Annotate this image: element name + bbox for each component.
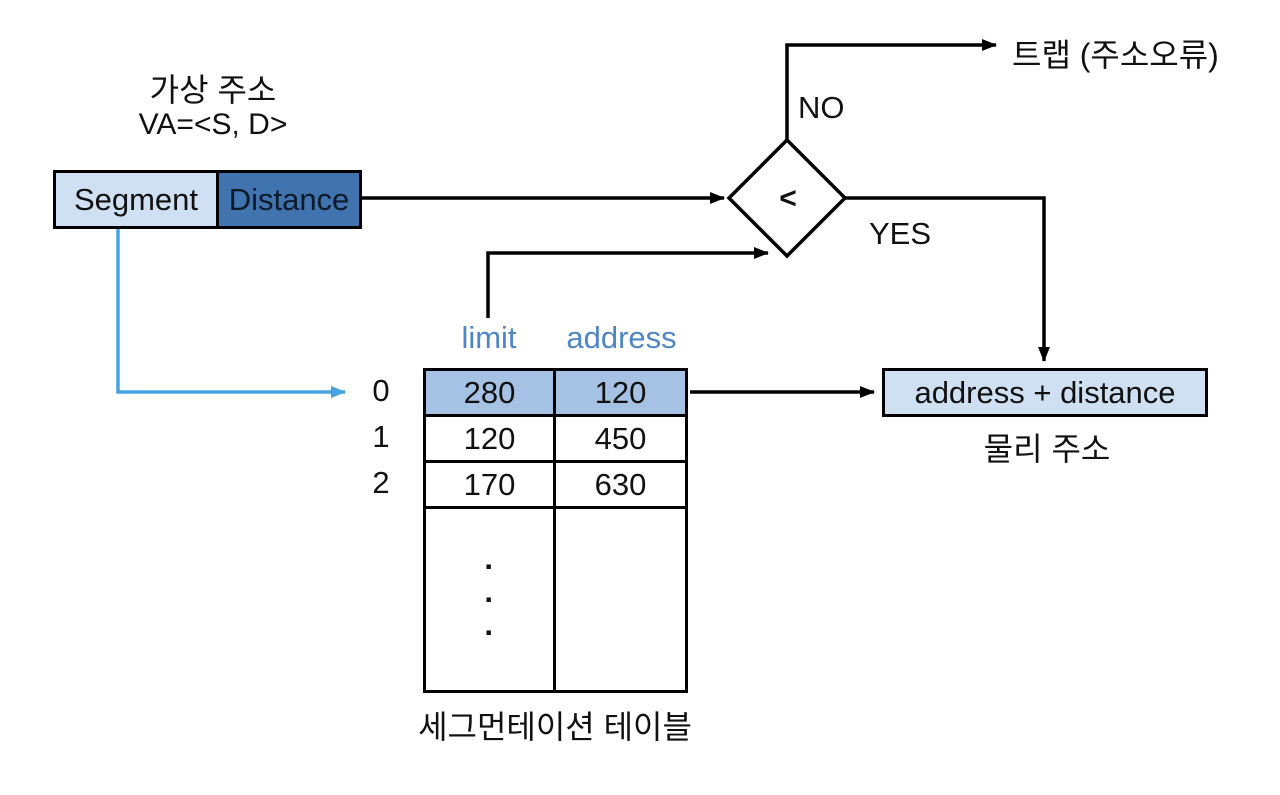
limit-cell: 280 <box>426 371 556 414</box>
arrow-yes-to-result <box>845 196 1050 362</box>
limit-cell: 170 <box>426 463 556 506</box>
address-cell: 120 <box>556 371 685 414</box>
virtual-address-formula: VA=<S, D> <box>138 108 288 141</box>
virtual-address-box: Segment Distance <box>53 170 362 229</box>
result-box: address + distance <box>882 368 1208 417</box>
physical-address-caption: 물리 주소 <box>983 431 1111 467</box>
comparator-operator: < <box>779 182 797 215</box>
arrow-no-to-trap <box>785 39 997 141</box>
dot: · <box>484 615 495 650</box>
yes-label: YES <box>869 216 932 251</box>
table-caption: 세그먼테이션 테이블 <box>418 709 692 745</box>
table-row: 280 120 <box>426 371 685 417</box>
arrow-segment-to-row0 <box>116 229 346 398</box>
comparator-diamond <box>726 137 848 259</box>
arrow-limit-to-comparator <box>486 247 769 318</box>
dot: · <box>484 549 495 584</box>
segment-cell: Segment <box>56 173 219 226</box>
table-row: 120 450 <box>426 417 685 463</box>
row-index-0: 0 <box>372 373 390 408</box>
table-header-row: limit address <box>423 320 688 356</box>
virtual-address-title: 가상 주소 <box>149 72 277 108</box>
row-index-2: 2 <box>372 465 390 500</box>
table-row-ellipsis: · · · <box>426 509 685 690</box>
no-label: NO <box>798 90 845 125</box>
address-cell: 450 <box>594 420 647 456</box>
address-cell: 630 <box>594 466 647 502</box>
row-index-1: 1 <box>372 419 390 454</box>
table-header-address: address <box>566 320 677 355</box>
ellipsis-dots: · · · <box>426 509 556 690</box>
empty-cell <box>556 509 685 690</box>
segmentation-table: 280 120 120 450 170 630 · · · <box>423 368 688 693</box>
table-header-limit: limit <box>461 320 517 355</box>
distance-cell: Distance <box>219 173 359 226</box>
trap-label: 트랩 (주소오류) <box>1012 37 1219 73</box>
table-row: 170 630 <box>426 463 685 509</box>
limit-cell: 120 <box>426 417 556 460</box>
dot: · <box>484 582 495 617</box>
